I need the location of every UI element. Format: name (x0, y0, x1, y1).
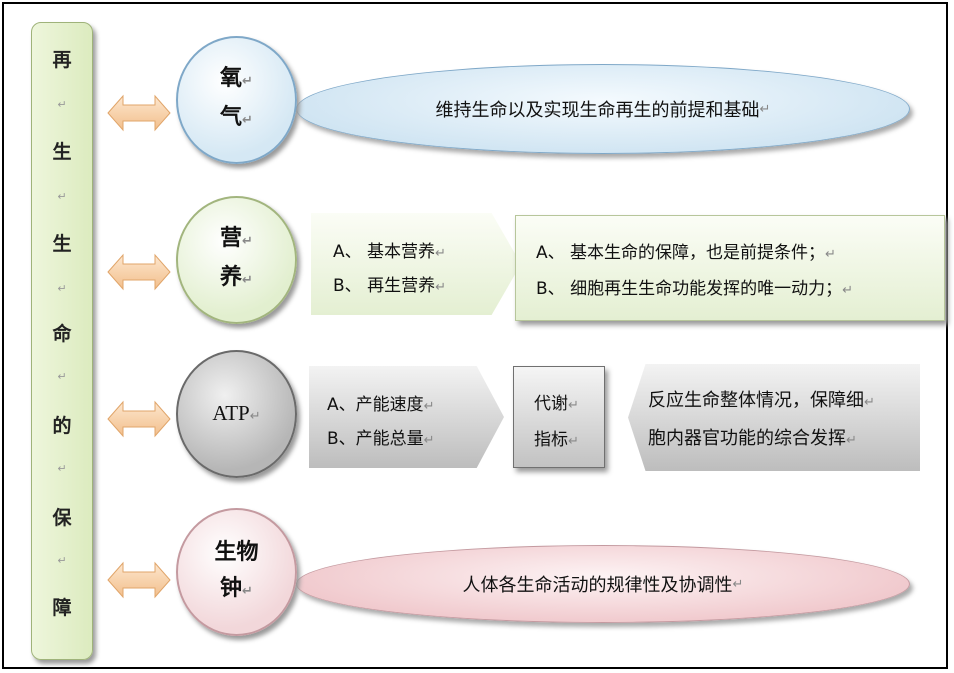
return-mark: ↵ (568, 398, 579, 413)
title-char: 生 (52, 233, 72, 255)
atp-metric-item: A、产能速度 (327, 395, 424, 415)
nutrition-circle-label: 养 (220, 265, 243, 290)
oxygen-circle-label: 氧 (220, 66, 243, 91)
return-mark: ↵ (846, 433, 857, 448)
return-mark: ↵ (57, 190, 67, 203)
return-mark: ↵ (864, 395, 875, 410)
return-mark: ↵ (732, 576, 744, 592)
oxygen-circle-label: 气 (220, 105, 243, 130)
return-mark: ↵ (57, 462, 67, 475)
clock-circle-label: 钟 (220, 575, 243, 601)
title-char: 障 (52, 597, 72, 619)
return-mark: ↵ (242, 583, 253, 599)
return-mark: ↵ (242, 273, 253, 288)
return-mark: ↵ (242, 113, 253, 128)
return-mark: ↵ (242, 234, 253, 249)
title-char: 保 (52, 507, 72, 529)
nutrition-role-item: A、 基本生命的保障，也是前提条件； (536, 243, 826, 263)
left-title-bar: 再 ↵ 生 ↵ 生 ↵ 命 ↵ 的 ↵ 保 ↵ 障 (31, 22, 93, 660)
clock-description-text: 人体各生命活动的规律性及协调性 (462, 575, 733, 596)
biological-clock-circle: 生物 钟↵ (176, 508, 297, 636)
return-mark: ↵ (242, 74, 253, 89)
atp-significance-box: 反应生命整体情况，保障细↵ 胞内器官功能的综合发挥↵ (628, 364, 920, 471)
atp-circle-label: ATP (212, 400, 250, 425)
return-mark: ↵ (435, 280, 446, 295)
atp-significance-line: 胞内器官功能的综合发挥 (648, 428, 846, 449)
nutrition-types-box: A、 基本营养↵ B、 再生营养↵ (311, 213, 521, 315)
clock-description: 人体各生命活动的规律性及协调性↵ (296, 545, 910, 623)
return-mark: ↵ (423, 399, 435, 414)
return-mark: ↵ (825, 247, 836, 262)
metabolic-index-label: 指标 (534, 430, 568, 450)
atp-metric-item: B、产能总量 (327, 429, 424, 449)
nutrition-role-item: B、 细胞再生生命功能发挥的唯一动力； (536, 279, 843, 299)
oxygen-description-text: 维持生命以及实现生命再生的前提和基础 (435, 100, 760, 121)
oxygen-description: 维持生命以及实现生命再生的前提和基础↵ (296, 64, 910, 154)
return-mark: ↵ (57, 370, 67, 383)
atp-circle: ATP↵ (176, 350, 297, 478)
return-mark: ↵ (759, 101, 771, 117)
atp-metrics-box: A、产能速度↵ B、产能总量↵ (309, 366, 504, 468)
return-mark: ↵ (435, 246, 446, 261)
title-char: 命 (52, 323, 72, 345)
title-char: 再 (52, 49, 72, 71)
title-char: 的 (52, 415, 72, 437)
return-mark: ↵ (423, 433, 435, 448)
return-mark: ↵ (568, 434, 579, 449)
clock-circle-label: 生物 (214, 539, 259, 565)
nutrition-type-item: B、 再生营养 (333, 276, 436, 296)
double-arrow-icon (107, 253, 171, 291)
return-mark: ↵ (57, 554, 67, 567)
oxygen-circle: 氧↵ 气↵ (176, 36, 297, 164)
double-arrow-icon (107, 561, 171, 599)
metabolic-index-box: 代谢↵ 指标↵ (513, 366, 605, 468)
nutrition-roles-box: A、 基本生命的保障，也是前提条件；↵ B、 细胞再生生命功能发挥的唯一动力；↵ (515, 215, 945, 321)
atp-significance-line: 反应生命整体情况，保障细 (648, 390, 864, 411)
return-mark: ↵ (842, 283, 853, 298)
metabolic-index-label: 代谢 (534, 394, 568, 414)
nutrition-type-item: A、 基本营养 (333, 242, 436, 262)
return-mark: ↵ (249, 407, 261, 423)
double-arrow-icon (107, 94, 171, 132)
nutrition-circle: 营↵ 养↵ (176, 196, 297, 324)
double-arrow-icon (107, 400, 171, 438)
return-mark: ↵ (57, 98, 67, 111)
return-mark: ↵ (57, 282, 67, 295)
nutrition-circle-label: 营 (220, 226, 243, 251)
title-char: 生 (52, 141, 72, 163)
